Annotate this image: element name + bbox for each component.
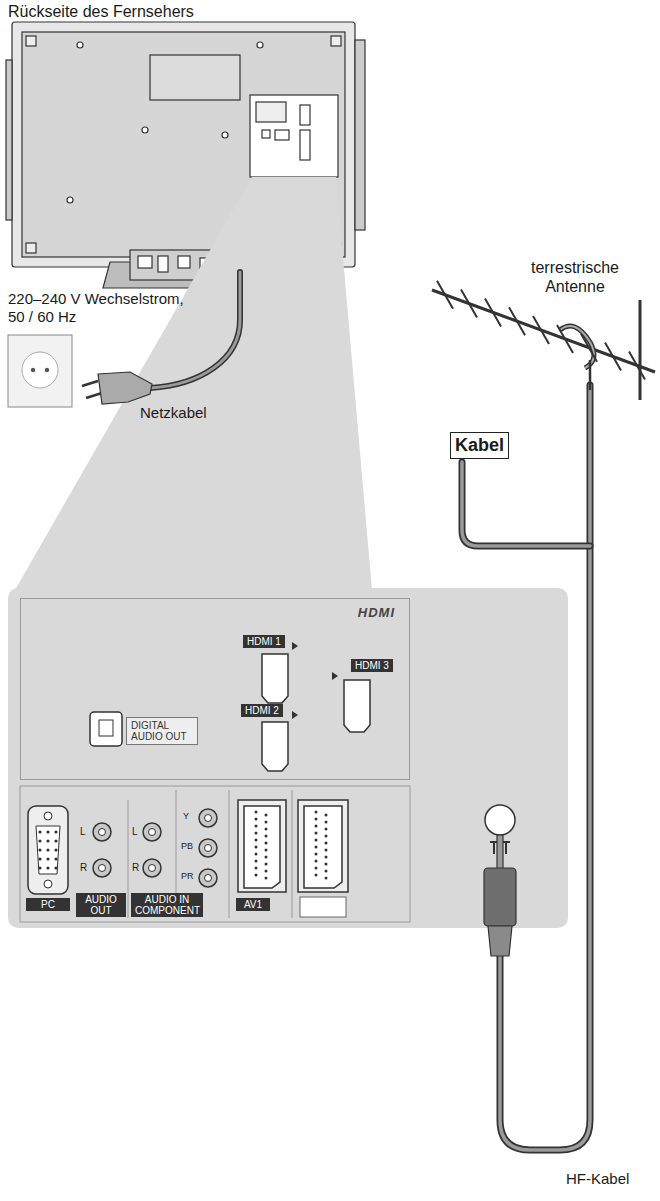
node-text: HDMI 1 [247,636,281,647]
node-text: Kabel [455,435,504,456]
cable [150,272,590,1150]
cable-name: HF-Kabel [566,1170,629,1188]
port-tag: HDMI 3 [351,659,393,672]
channel-label: L [80,826,86,838]
channel-label: PB [181,841,193,852]
node-text: DIGITAL AUDIO OUT [131,720,193,742]
node-text: AV1 [240,899,266,910]
antenna [432,281,655,400]
channel-label: R [132,862,139,874]
hdmi-panel: HDMI HDMI 1 HDMI 3 HDMI 2 DIGITAL AUDIO OUT [20,598,410,780]
port-tag: PC [26,898,70,911]
vga-port [28,806,68,894]
power-label: 220–240 V Wechselstrom, 50 / 60 Hz [8,290,188,326]
node-text: AUDIO OUT [80,894,122,916]
connector-panel [8,588,568,928]
rca-core [99,815,212,882]
cable-name: Netzkabel [140,404,207,422]
port-label-box: DIGITAL AUDIO OUT [126,717,198,745]
channel-label: Y [183,811,189,822]
rca-jack [93,809,217,887]
power-outlet [8,335,72,407]
node-text: HDMI 2 [245,705,279,716]
channel-label: R [80,862,87,874]
antenna-label: terrestrische Antenne [500,258,650,296]
port-tag: HDMI 1 [243,635,285,648]
channel-label: PR [181,871,194,882]
channel-label: L [132,826,138,838]
port-tag: HDMI 2 [241,704,283,717]
signal-arrow [292,642,338,719]
node-text: HDMI 3 [355,660,389,671]
power-plug [82,372,152,404]
port-tag: AUDIO OUT [76,893,126,917]
cable-label-box: Kabel [450,432,509,459]
optical-port [90,712,122,746]
node-text: HDMI [358,605,395,620]
node-text: PC [30,899,66,910]
node-text: COMPONENT [135,905,199,916]
port-tag: AV1 [236,898,270,911]
node-text: AUDIO IN [135,894,199,905]
hf-plug [484,835,516,956]
port-tag: AUDIO INCOMPONENT [131,893,203,917]
scart-port [238,800,348,917]
title: Rückseite des Fernsehers [8,3,194,21]
lower-panel [20,786,410,922]
